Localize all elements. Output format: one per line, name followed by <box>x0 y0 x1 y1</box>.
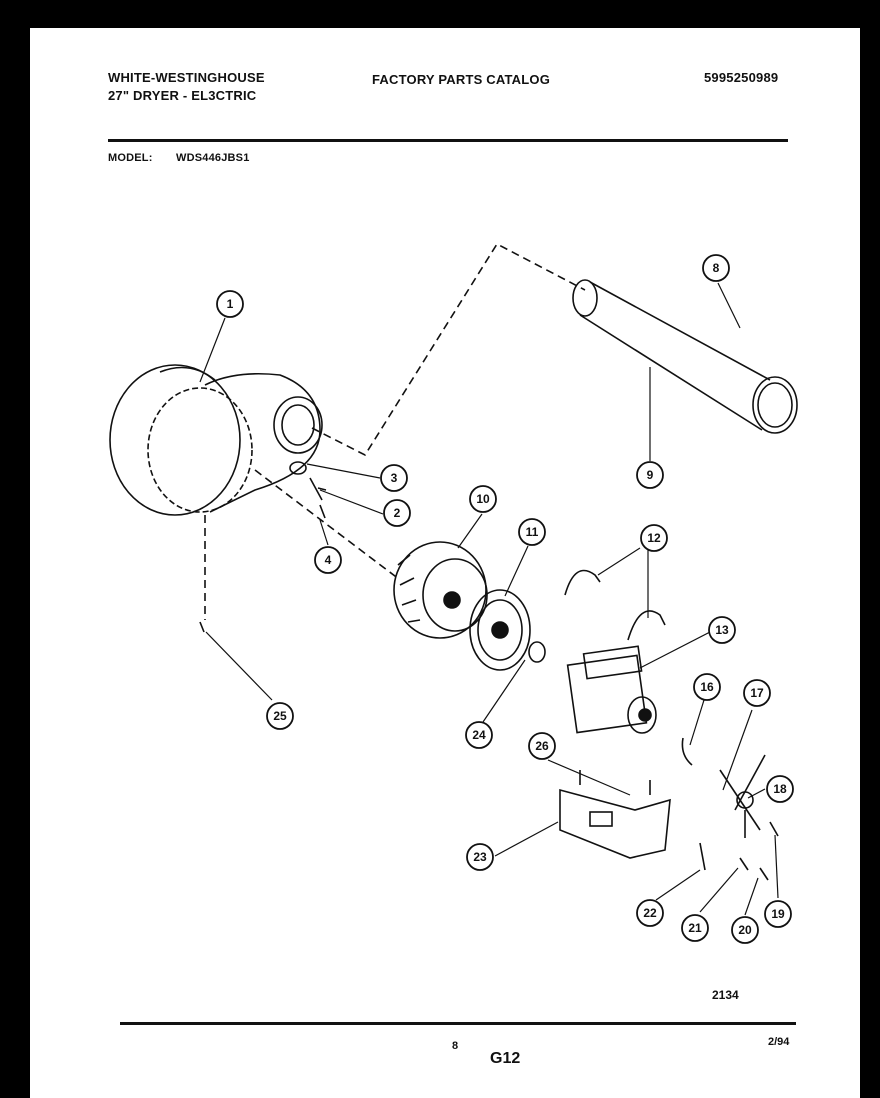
pulley-plate <box>469 589 546 671</box>
header-divider <box>108 139 788 142</box>
callout-3: 3 <box>391 471 398 485</box>
page-number: 8 <box>452 1040 459 1052</box>
catalog-title: FACTORY PARTS CATALOG <box>372 72 551 87</box>
blower-housing <box>109 364 323 516</box>
callout-leaders <box>199 282 779 916</box>
callout-circles <box>216 254 794 944</box>
catalog-number: 5995250989 <box>704 70 779 85</box>
callout-19: 19 <box>771 907 785 921</box>
section-code: G12 <box>490 1050 521 1067</box>
callout-20: 20 <box>738 923 752 937</box>
callout-13: 13 <box>715 623 729 637</box>
diagram-code: 2134 <box>712 988 739 1002</box>
motor-brackets <box>564 569 666 641</box>
callout-1: 1 <box>227 297 234 311</box>
motor <box>566 645 657 734</box>
callout-24: 24 <box>472 728 486 742</box>
callout-11: 11 <box>526 525 539 539</box>
footer-divider <box>120 1022 796 1025</box>
model-number: WDS446JBS1 <box>176 152 250 164</box>
model-label: MODEL: <box>108 152 153 164</box>
callout-4: 4 <box>325 553 332 567</box>
callout-2: 2 <box>394 506 401 520</box>
blower-wheel <box>393 541 488 639</box>
callout-26: 26 <box>535 739 549 753</box>
vent-duct <box>572 279 798 434</box>
callout-17: 17 <box>750 686 764 700</box>
callout-8: 8 <box>713 261 720 275</box>
callout-16: 16 <box>700 680 714 694</box>
callout-21: 21 <box>688 921 702 935</box>
idler-assembly <box>681 737 779 881</box>
callout-23: 23 <box>473 850 487 864</box>
product-name: 27" DRYER - EL3CTRIC <box>108 88 257 103</box>
callout-18: 18 <box>773 782 787 796</box>
revision-date: 2/94 <box>768 1036 790 1048</box>
callout-12: 12 <box>647 531 661 545</box>
motor-mount <box>559 770 671 859</box>
brand-name: WHITE-WESTINGHOUSE <box>108 70 265 85</box>
connection-lines <box>204 242 586 620</box>
callout-10: 10 <box>476 492 490 506</box>
callout-22: 22 <box>643 906 657 920</box>
housing-hardware <box>199 461 327 633</box>
callout-9: 9 <box>647 468 654 482</box>
callout-25: 25 <box>273 709 287 723</box>
